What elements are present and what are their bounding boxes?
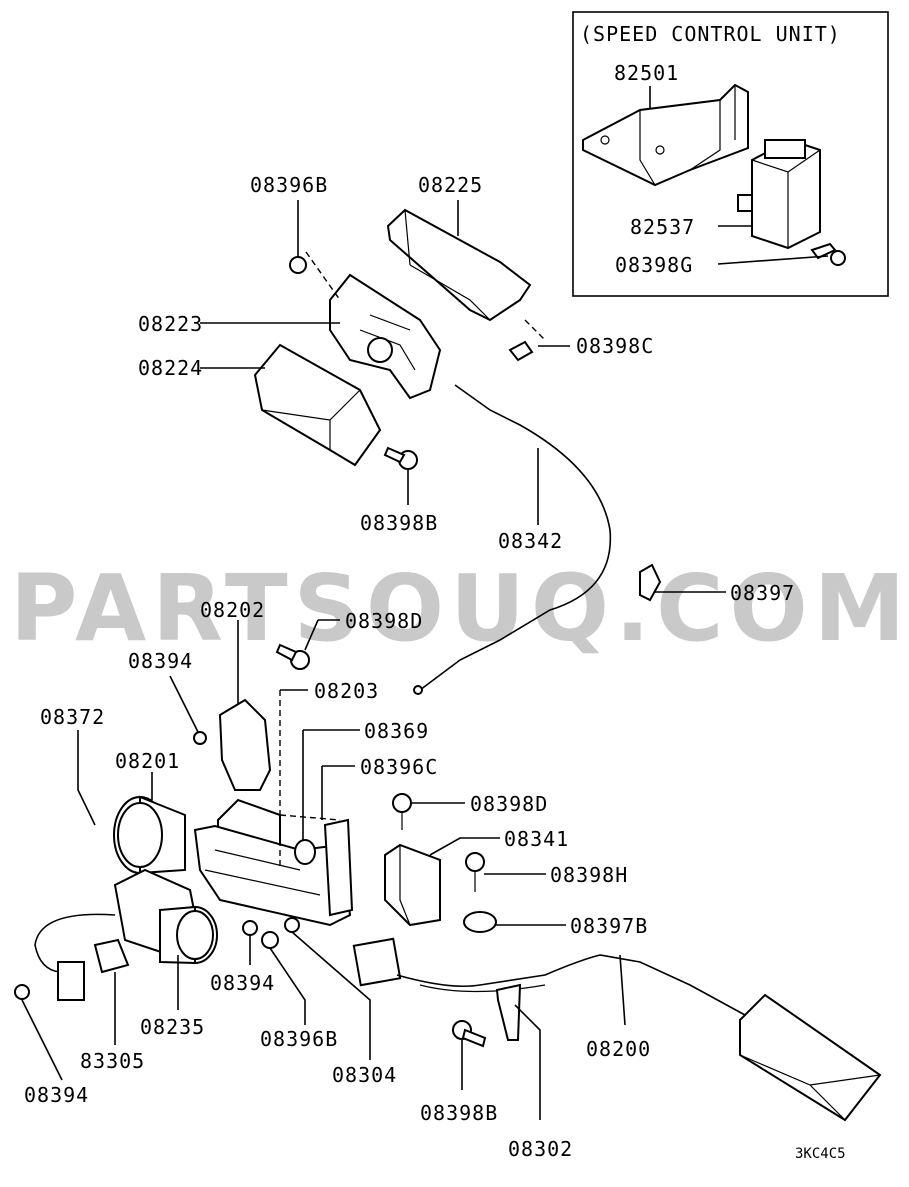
label-08394-b: 08394 — [210, 971, 275, 995]
label-08302: 08302 — [508, 1137, 573, 1161]
bracket-08202[interactable] — [218, 698, 272, 791]
label-08341: 08341 — [504, 827, 569, 851]
label-08396b-low: 08396B — [260, 1027, 338, 1051]
label-08202: 08202 — [200, 598, 265, 622]
bushing-08369[interactable] — [294, 839, 316, 865]
label-08396c: 08396C — [360, 755, 438, 779]
actuator-bracket-08223[interactable] — [329, 273, 442, 400]
label-08235: 08235 — [140, 1015, 205, 1039]
speed-control-unit-inset: (SPEED CONTROL UNIT) 82501 82537 08398G — [572, 11, 889, 297]
label-82537: 82537 — [630, 215, 695, 239]
accelerator-cable-08200[interactable] — [396, 954, 746, 1016]
label-08369: 08369 — [364, 719, 429, 743]
label-08342: 08342 — [498, 529, 563, 553]
label-08398b-low: 08398B — [420, 1101, 498, 1125]
label-08201: 08201 — [115, 749, 180, 773]
clamp-08397b[interactable] — [463, 911, 497, 933]
actuator-group-upper: 08396B 08225 08223 08224 08398C 08398B 0… — [138, 173, 654, 695]
switch-connector[interactable] — [352, 937, 402, 987]
gasket-83305[interactable] — [93, 938, 130, 974]
label-08397: 08397 — [730, 581, 795, 605]
label-08394-a: 08394 — [128, 649, 193, 673]
bolt-08398c[interactable] — [508, 319, 546, 362]
nut-08396b-low[interactable] — [261, 931, 279, 949]
throttle-cable-08342[interactable] — [419, 384, 612, 691]
bolt-08398g[interactable] — [810, 242, 846, 266]
bracket-08341[interactable] — [384, 843, 441, 927]
label-83305: 83305 — [80, 1049, 145, 1073]
cable-group-lower: 08398D 08341 08398H 08397B 08200 08398B … — [352, 792, 882, 1161]
bolt-08394-a[interactable] — [193, 731, 207, 745]
accelerator-pedal[interactable] — [739, 993, 882, 1122]
cover-08225[interactable] — [386, 208, 532, 322]
bolt-08398d-top[interactable] — [275, 643, 310, 670]
bolt-08398b-mid[interactable] — [383, 446, 418, 470]
pump-group-lower: 08202 08398D 08394 08203 08372 08369 082… — [14, 598, 438, 1107]
bolt-08398b-low[interactable] — [452, 1020, 487, 1048]
bolt-08398h[interactable] — [465, 852, 485, 892]
bolt-08398d-mid[interactable] — [392, 793, 412, 830]
bolt-08396b-top[interactable] — [289, 251, 341, 301]
label-08398g: 08398G — [615, 253, 693, 277]
cover-08224[interactable] — [253, 343, 382, 467]
watermark: PARTSOUQ.COM — [10, 555, 909, 662]
bracket-82501[interactable] — [582, 83, 749, 187]
label-08203: 08203 — [314, 679, 379, 703]
bolt-08394-b[interactable] — [242, 920, 258, 936]
diagram-code: 3KC4C5 — [795, 1146, 846, 1162]
label-08398d-mid: 08398D — [470, 792, 548, 816]
clip-08397[interactable]: 08397 — [639, 563, 795, 605]
nut-08304[interactable] — [284, 917, 300, 933]
label-82501: 82501 — [614, 61, 679, 85]
label-08398d-top: 08398D — [345, 609, 423, 633]
vacuum-pump-08235[interactable] — [113, 868, 218, 965]
bracket-08302[interactable] — [495, 983, 522, 1041]
label-08396b-top: 08396B — [250, 173, 328, 197]
label-08372: 08372 — [40, 705, 105, 729]
label-08200: 08200 — [586, 1037, 651, 1061]
inset-title: (SPEED CONTROL UNIT) — [580, 22, 841, 46]
label-08394-c: 08394 — [24, 1083, 89, 1107]
clip-08396c[interactable] — [323, 818, 354, 917]
label-08304: 08304 — [332, 1063, 397, 1087]
connector-plug[interactable] — [57, 961, 85, 1001]
label-08225: 08225 — [418, 173, 483, 197]
label-08397b: 08397B — [570, 914, 648, 938]
label-08398b-mid: 08398B — [360, 511, 438, 535]
pump-08201[interactable] — [113, 795, 186, 875]
label-08223: 08223 — [138, 312, 203, 336]
bolt-08394-c[interactable] — [14, 984, 30, 1000]
label-08398c: 08398C — [576, 334, 654, 358]
label-08224: 08224 — [138, 356, 203, 380]
label-08398h: 08398H — [550, 863, 628, 887]
